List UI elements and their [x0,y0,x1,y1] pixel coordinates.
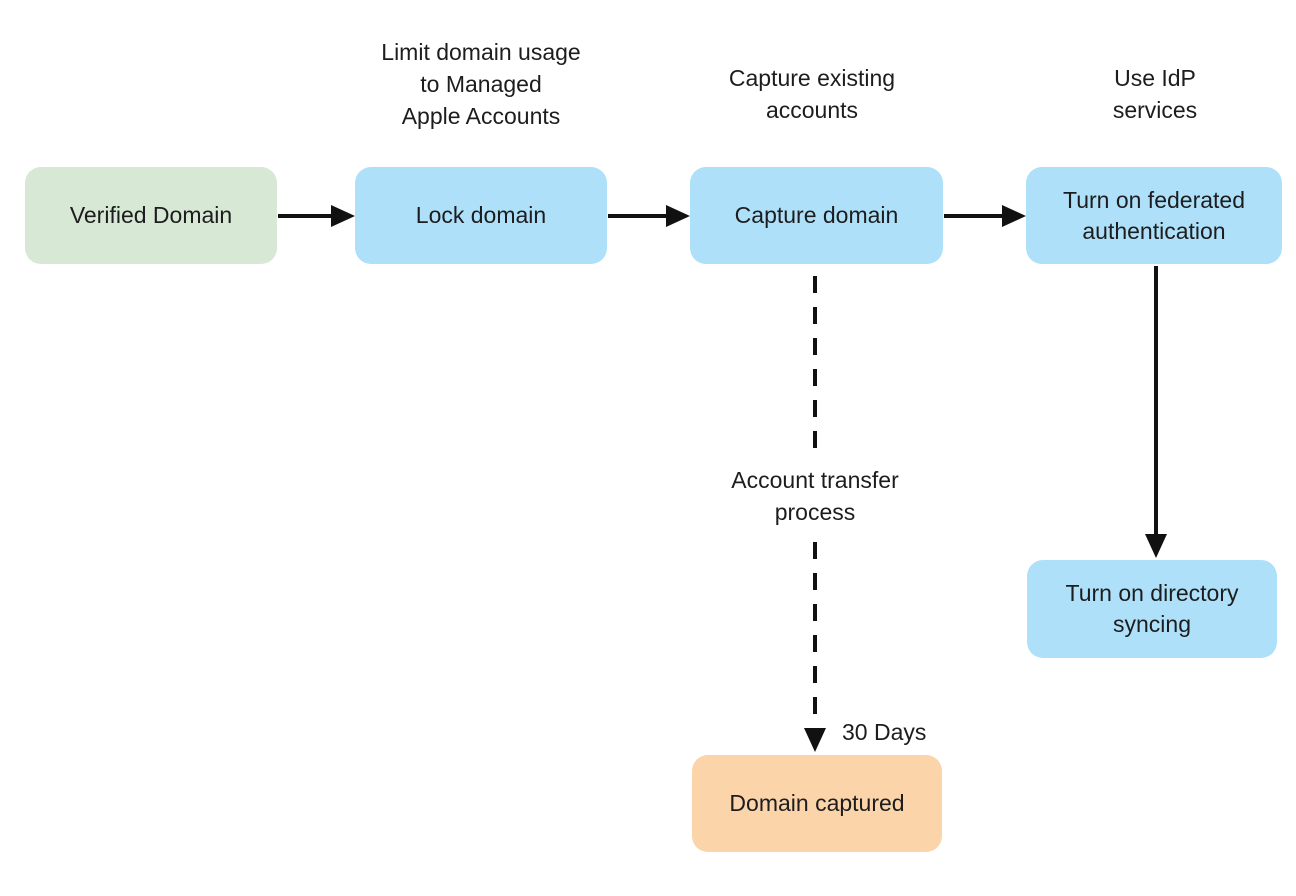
node-federated-authentication: Turn on federated authentication [1026,167,1282,264]
arrowhead-right-icon [331,205,355,227]
node-domain-captured-label: Domain captured [729,790,905,816]
node-lock-domain-label: Lock domain [415,202,547,228]
dashed-arrow-segment-upper [813,276,817,448]
arrowhead-down-icon [1145,534,1167,558]
arrow-lock-to-capture [608,196,690,236]
node-capture-domain: Capture domain [690,167,943,264]
arrow-line [608,214,668,218]
node-directory-syncing-label: Turn on directory syncing [1065,580,1239,637]
arrow-capture-to-federated [944,196,1026,236]
arrowhead-right-icon [666,205,690,227]
annotation-limit-domain-usage: Limit domain usage to Managed Apple Acco… [381,39,581,129]
arrow-federated-to-directory-syncing [1145,266,1167,558]
node-verified-domain: Verified Domain [25,167,277,264]
node-lock-domain: Lock domain [355,167,607,264]
arrow-verified-to-lock [278,196,355,236]
node-federated-authentication-label: Turn on federated authentication [1063,186,1245,244]
annotation-30-days: 30 Days [842,719,927,745]
arrowhead-right-icon [1002,205,1026,227]
node-capture-domain-label: Capture domain [734,202,899,228]
arrow-line [1154,266,1158,534]
node-domain-captured: Domain captured [692,755,942,852]
node-verified-domain-label: Verified Domain [69,202,233,228]
node-directory-syncing: Turn on directory syncing [1027,560,1277,658]
annotation-account-transfer-process: Account transfer process [731,467,899,525]
dashed-arrow-segment-lower [813,542,817,728]
arrow-line [944,214,1004,218]
annotation-use-idp-services: Use IdP services [1112,65,1198,123]
arrowhead-down-icon [804,728,826,752]
arrow-line [278,214,333,218]
annotation-capture-existing-accounts: Capture existing accounts [728,65,896,123]
